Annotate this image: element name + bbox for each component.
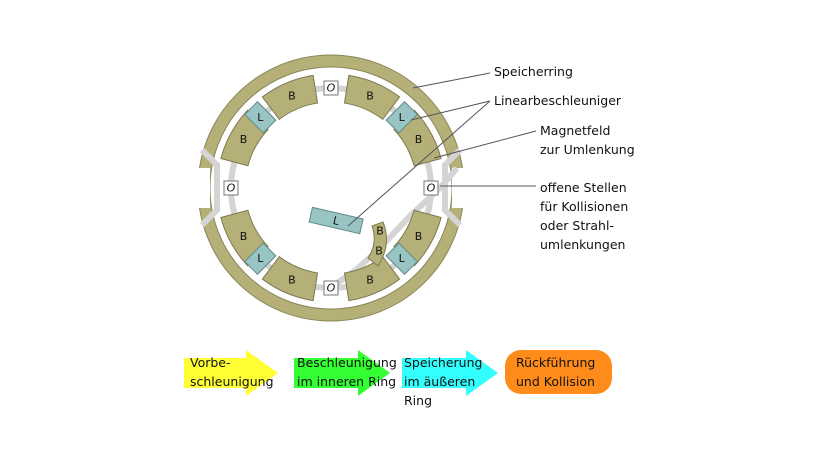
- ring-linac-label: L: [257, 252, 264, 265]
- open-point-label: O: [427, 182, 436, 195]
- bend-magnet: [343, 74, 401, 121]
- label-magnetic-field: Magnetfeld zur Umlenkung: [540, 123, 635, 157]
- label-storage-ring: Speicherring: [494, 64, 573, 79]
- stage-label: Rückführung und Kollision: [516, 355, 596, 389]
- transfer-line-right: [442, 147, 463, 228]
- injector-bend-label-1: B: [376, 225, 384, 238]
- open-point-label: O: [327, 82, 336, 95]
- bend-magnet-label: B: [366, 89, 374, 102]
- stage-pre-acceleration: Vorbe- schleunigung: [184, 350, 278, 396]
- ring-linac: [385, 242, 418, 275]
- open-point: [223, 180, 239, 196]
- bend-magnet-label: B: [240, 230, 248, 243]
- ring-linac-label: L: [257, 111, 264, 124]
- injector-bend-label-2: B: [375, 245, 383, 258]
- open-point-label: O: [227, 182, 236, 195]
- open-point: [323, 80, 339, 96]
- bend-magnet-label: B: [288, 274, 296, 287]
- stage-label: Vorbe- schleunigung: [190, 355, 274, 389]
- bend-magnet-label: B: [366, 274, 374, 287]
- stage-arrow: [184, 350, 278, 396]
- stage-label: Speicherung im äußeren Ring: [404, 355, 483, 408]
- ring-linac-label: L: [399, 252, 406, 265]
- bend-magnet-label: B: [415, 230, 423, 243]
- stage-arrow: [294, 350, 390, 396]
- ring-linac: [244, 101, 277, 134]
- ring-linac: [244, 242, 277, 275]
- injector-linac-label: L: [332, 214, 342, 228]
- stage-acceleration-inner-ring: Beschleunigung im inneren Ring: [294, 350, 397, 396]
- stage-storage-outer-ring: Speicherung im äußeren Ring: [402, 350, 498, 408]
- stage-arrow: [402, 350, 498, 396]
- bend-magnet: [261, 255, 319, 302]
- label-linear-accelerator: Linearbeschleuniger: [494, 93, 622, 108]
- ring-linac: [385, 101, 418, 134]
- open-point-label: O: [327, 282, 336, 295]
- stage-label: Beschleunigung im inneren Ring: [297, 355, 397, 389]
- bend-magnet-label: B: [240, 133, 248, 146]
- stage-box: [505, 350, 612, 394]
- bend-magnet: [261, 74, 319, 121]
- ring-linac-label: L: [399, 111, 406, 124]
- storage-ring: [198, 55, 464, 321]
- label-open-points: offene Stellen für Kollisionen oder Stra…: [540, 180, 629, 252]
- open-point: [323, 280, 339, 296]
- open-point: [423, 180, 439, 196]
- injector-linac: L: [308, 206, 364, 235]
- transfer-line-left: [199, 147, 220, 228]
- leader-lines: [347, 72, 537, 227]
- bend-magnet-label: B: [288, 89, 296, 102]
- injector-bend-magnet: [367, 221, 388, 267]
- stage-return-collision: Rückführung und Kollision: [505, 350, 612, 396]
- bend-magnet-label: B: [415, 133, 423, 146]
